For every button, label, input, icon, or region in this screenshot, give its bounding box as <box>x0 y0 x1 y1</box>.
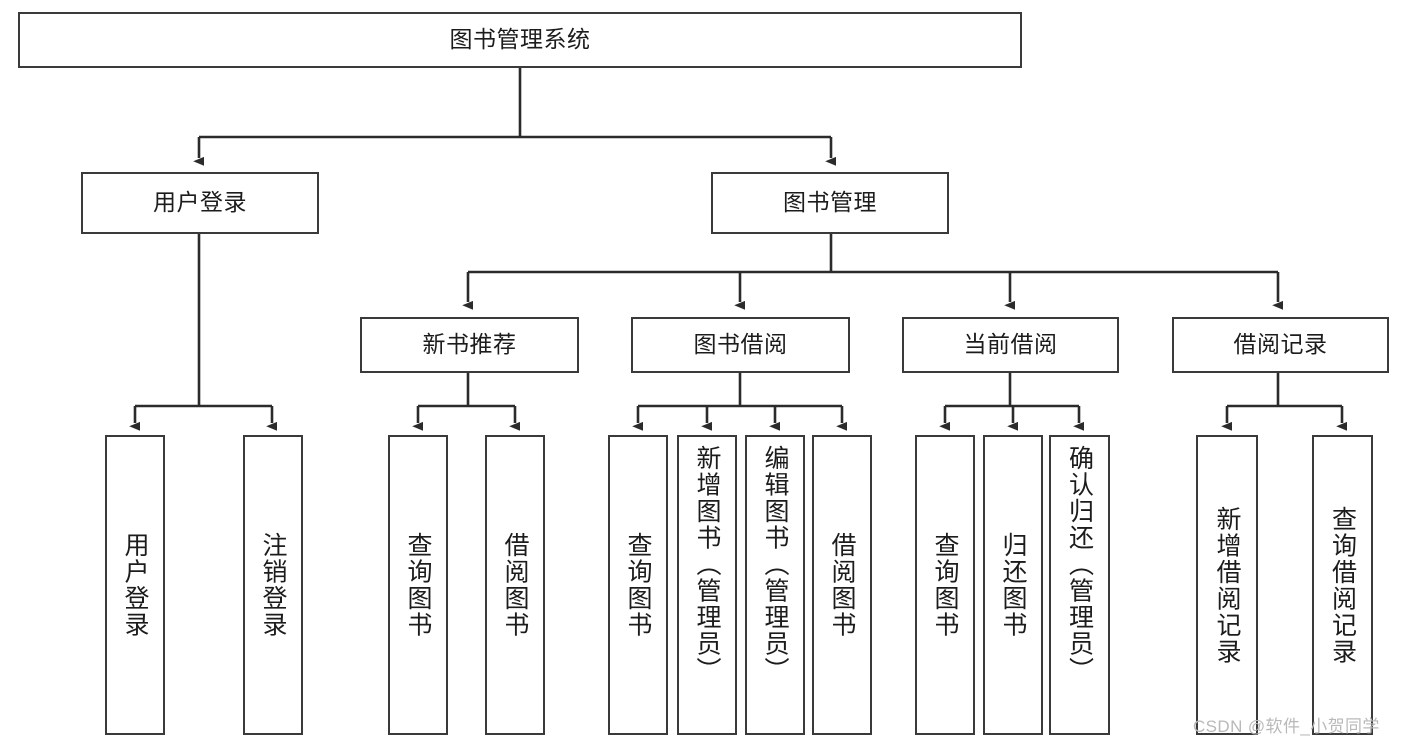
leaf-user-logout[interactable]: 注销登录 <box>243 435 303 735</box>
node-root-label: 图书管理系统 <box>449 26 591 53</box>
leaf-query-book-current[interactable]: 查询图书 <box>915 435 975 735</box>
leaf-confirm-return-admin[interactable]: 确认归还（管理员） <box>1049 435 1110 735</box>
leaf-query-book-current-label: 查询图书 <box>931 532 959 638</box>
node-new-book-recommend[interactable]: 新书推荐 <box>360 317 579 373</box>
node-book-borrow-label: 图书借阅 <box>693 331 788 358</box>
leaf-query-book-borrow[interactable]: 查询图书 <box>608 435 668 735</box>
leaf-add-borrow-record-label: 新增借阅记录 <box>1213 505 1241 665</box>
node-borrow-records[interactable]: 借阅记录 <box>1172 317 1389 373</box>
node-book-borrow[interactable]: 图书借阅 <box>631 317 850 373</box>
node-new-book-recommend-label: 新书推荐 <box>422 331 517 358</box>
leaf-query-borrow-record[interactable]: 查询借阅记录 <box>1312 435 1373 735</box>
leaf-edit-book-admin-label: 编辑图书（管理员） <box>761 445 789 684</box>
leaf-user-logout-label: 注销登录 <box>259 532 287 638</box>
node-root[interactable]: 图书管理系统 <box>18 12 1022 68</box>
leaf-add-book-admin-label: 新增图书（管理员） <box>693 445 721 684</box>
node-user-login[interactable]: 用户登录 <box>81 172 319 234</box>
leaf-borrow-book-label: 借阅图书 <box>828 532 856 638</box>
leaf-query-borrow-record-label: 查询借阅记录 <box>1328 505 1357 665</box>
leaf-add-borrow-record[interactable]: 新增借阅记录 <box>1196 435 1258 735</box>
leaf-borrow-book-recommend-label: 借阅图书 <box>501 532 529 638</box>
leaf-user-login-label: 用户登录 <box>121 532 149 638</box>
leaf-borrow-book-recommend[interactable]: 借阅图书 <box>485 435 545 735</box>
leaf-confirm-return-admin-label: 确认归还（管理员） <box>1065 445 1094 684</box>
leaf-add-book-admin[interactable]: 新增图书（管理员） <box>677 435 737 735</box>
node-borrow-records-label: 借阅记录 <box>1233 331 1328 358</box>
node-book-management-label: 图书管理 <box>783 189 877 216</box>
leaf-return-book[interactable]: 归还图书 <box>983 435 1043 735</box>
node-current-borrow-label: 当前借阅 <box>963 331 1058 358</box>
node-book-management[interactable]: 图书管理 <box>711 172 949 234</box>
leaf-return-book-label: 归还图书 <box>999 532 1027 638</box>
leaf-borrow-book[interactable]: 借阅图书 <box>812 435 872 735</box>
node-current-borrow[interactable]: 当前借阅 <box>902 317 1119 373</box>
leaf-query-book-recommend-label: 查询图书 <box>404 532 432 638</box>
leaf-user-login[interactable]: 用户登录 <box>105 435 165 735</box>
leaf-edit-book-admin[interactable]: 编辑图书（管理员） <box>745 435 805 735</box>
leaf-query-book-borrow-label: 查询图书 <box>624 532 652 638</box>
leaf-query-book-recommend[interactable]: 查询图书 <box>388 435 448 735</box>
node-user-login-label: 用户登录 <box>153 189 247 216</box>
